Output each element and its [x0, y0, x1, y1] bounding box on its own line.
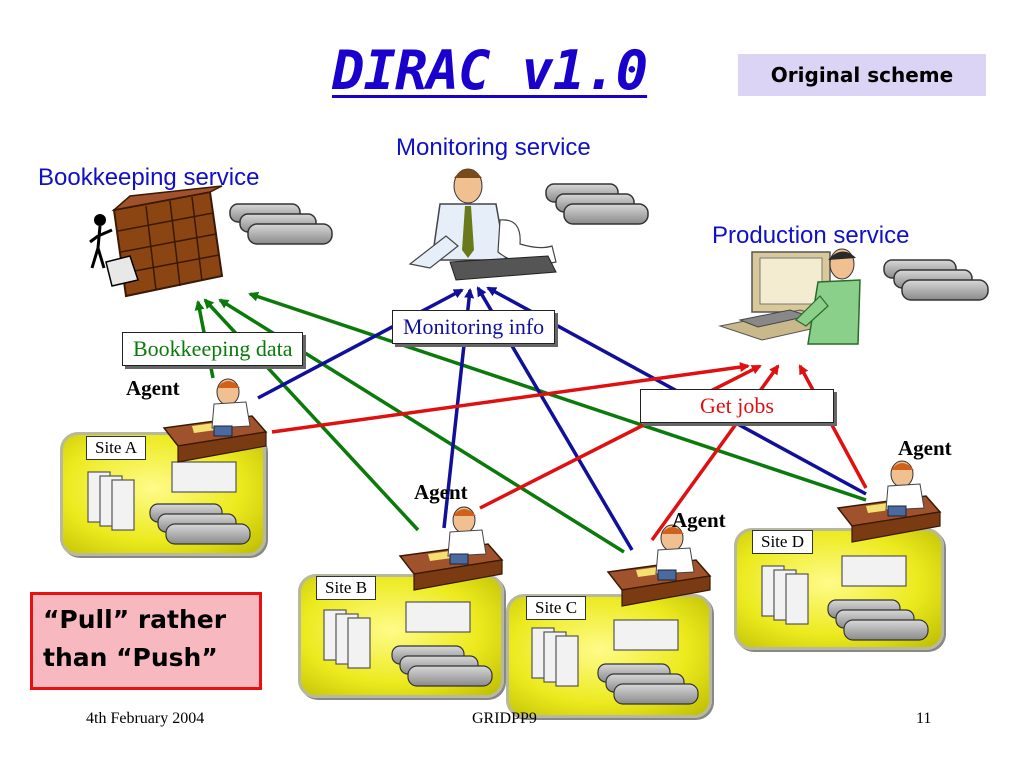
bookkeeping-service-label: Bookkeeping service	[38, 164, 260, 191]
agent-b-label: Agent	[414, 480, 468, 504]
agent-a-label: Agent	[126, 376, 180, 400]
site-d-label: Site D	[752, 530, 813, 554]
monitoring-service-label: Monitoring service	[396, 134, 591, 161]
site-b-card: Site B	[298, 574, 504, 698]
footer-page-number: 11	[916, 710, 932, 727]
pull-push-callout: “Pull” rather than “Push”	[30, 592, 262, 690]
site-c-label: Site C	[526, 596, 587, 620]
site-a-card: Site A	[60, 432, 266, 556]
monitoring-database-icon	[545, 183, 649, 225]
production-operator-icon	[718, 248, 861, 345]
production-database-icon	[883, 259, 989, 301]
agent-c-label: Agent	[672, 508, 726, 532]
monitoring-operator-icon	[408, 168, 557, 281]
get-jobs-label: Get jobs	[640, 389, 834, 423]
bookkeeping-database-icon	[229, 203, 333, 245]
footer-date: 4th February 2004	[86, 710, 205, 727]
monitoring-info-label: Monitoring info	[392, 310, 556, 344]
site-a-label: Site A	[86, 436, 147, 460]
footer-event: GRIDPP9	[472, 710, 537, 727]
production-service-label: Production service	[712, 222, 910, 249]
site-b-label: Site B	[316, 576, 377, 600]
bookkeeping-clerk-icon	[89, 185, 224, 298]
callout-line-1: “Pull” rather	[43, 605, 227, 634]
callout-line-2: than “Push”	[43, 643, 218, 672]
site-d-card: Site D	[734, 528, 944, 650]
bookkeeping-data-label: Bookkeeping data	[122, 332, 304, 366]
slide-title: DIRAC v1.0	[332, 39, 648, 102]
scheme-tag: Original scheme	[738, 54, 986, 96]
agent-d-label: Agent	[898, 436, 952, 460]
site-c-card: Site C	[506, 594, 712, 718]
